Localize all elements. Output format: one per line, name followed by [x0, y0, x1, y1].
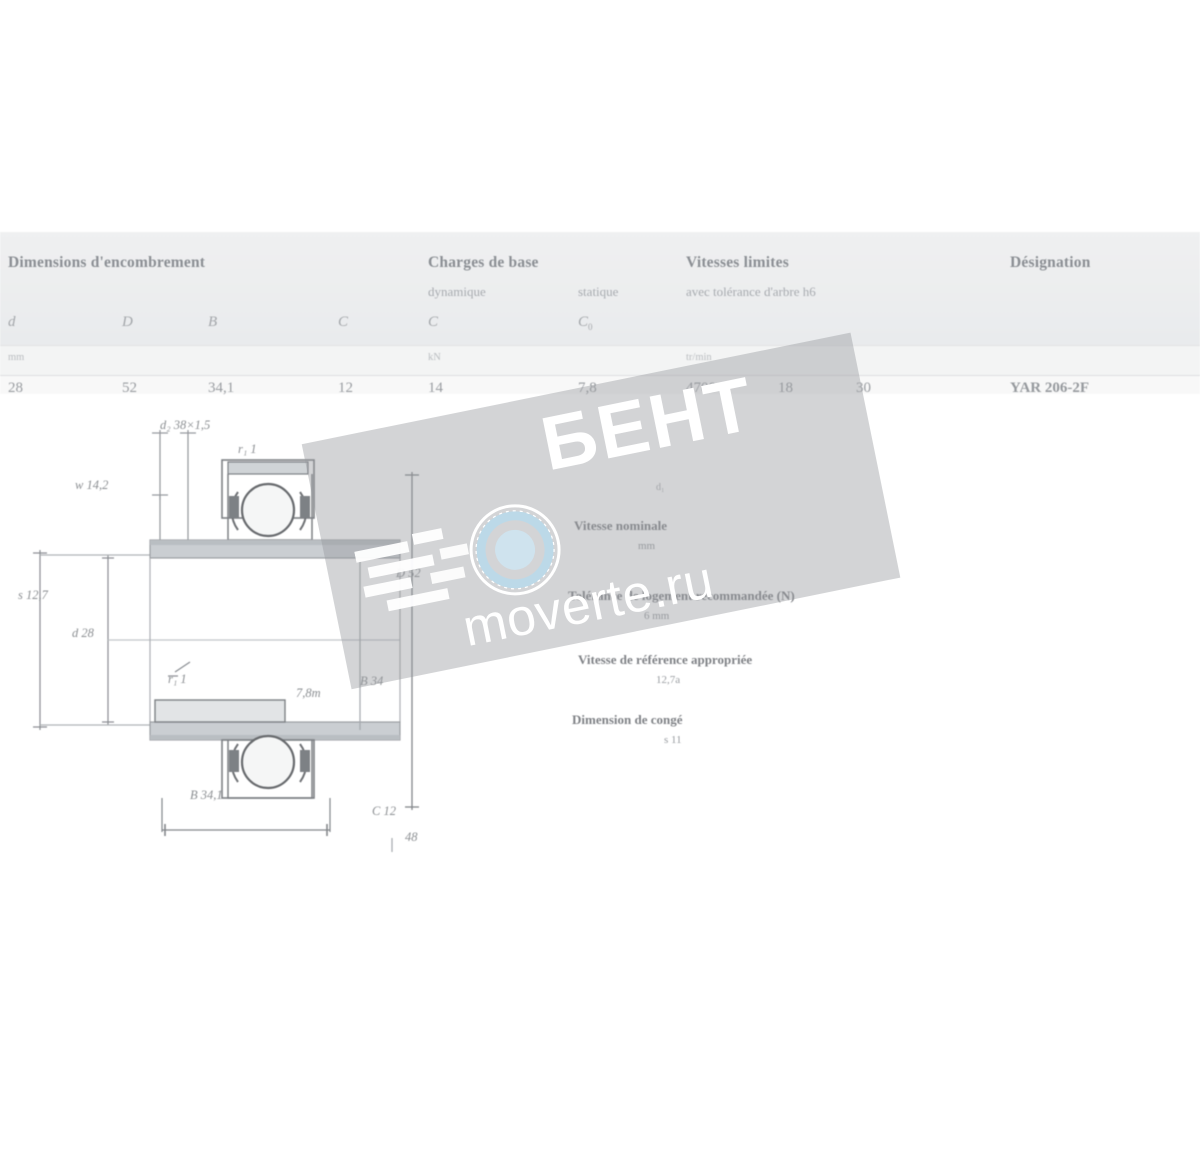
label-radius-r1-lower: r₁ 1 — [168, 672, 187, 686]
value-D: 52 — [122, 380, 137, 396]
header-designation: Désignation — [1010, 254, 1091, 271]
table-value-band — [0, 376, 1200, 394]
value-designation: YAR 206-2F — [1010, 380, 1090, 396]
value-C0-static: 7,8 — [578, 380, 597, 396]
subheader-dynamique: dynamique — [428, 284, 486, 299]
symbol-C0-static: C0 — [578, 314, 593, 332]
label-outer-D: D 52 — [396, 566, 421, 580]
symbol-C-width: C — [338, 314, 349, 330]
table-divider-lower — [0, 375, 1200, 376]
specification-table: Dimensions d'encombrement Charges de bas… — [0, 232, 1200, 396]
symbol-d: d — [8, 314, 16, 330]
label-radius-r1-upper: r₁ 1 — [238, 442, 257, 456]
header-vitesses: Vitesses limites — [686, 254, 789, 271]
note-value-1: 6 mm — [644, 610, 670, 622]
label-dim-m: 7,8m — [296, 686, 321, 700]
unit-mm: mm — [8, 352, 25, 363]
note-value-2: 12,7a — [656, 674, 681, 686]
value-B: 34,1 — [208, 380, 235, 396]
label-bore-d: d 28 — [72, 626, 94, 640]
label-dim-h: 48 — [405, 830, 418, 844]
symbol-D: D — [122, 314, 133, 330]
symbol-B: B — [208, 314, 218, 330]
label-total-width-B: B 34,1 — [190, 788, 223, 802]
label-thread-d2: d₂ 38×1,5 — [160, 418, 211, 432]
value-d: 28 — [8, 380, 23, 396]
notes-block: d₁ Vitesse nominale mm Tolérance de loge… — [560, 470, 920, 770]
note-title-3: Dimension de congé — [572, 712, 683, 727]
table-header-band — [0, 232, 1200, 346]
subheader-tolerance: avec tolérance d'arbre h6 — [686, 284, 816, 299]
unit-rpm: tr/min — [686, 352, 712, 363]
bearing-cross-section-drawing: d₂ 38×1,5 r₁ 1 w 14,2 s 12,7 d 28 r₁ 1 7… — [0, 400, 560, 860]
header-charges: Charges de base — [428, 254, 539, 271]
note-title-1: Tolérance de logement recommandée (N) — [568, 588, 795, 603]
label-width-w: w 14,2 — [75, 478, 109, 492]
subheader-statique: statique — [578, 284, 619, 299]
note-value-0: mm — [638, 540, 656, 552]
value-speed-extra-b: 30 — [856, 380, 871, 396]
unit-kN: kN — [428, 352, 441, 363]
label-width-C: C 12 — [372, 804, 396, 818]
note-top-symbol: d₁ — [656, 482, 665, 493]
label-seal-s: s 12,7 — [18, 588, 48, 602]
note-value-3: s 11 — [664, 734, 682, 746]
label-width-B: B 34 — [360, 674, 384, 688]
cross-section-svg — [33, 430, 419, 852]
note-title-0: Vitesse nominale — [574, 518, 668, 533]
note-title-2: Vitesse de référence appropriée — [578, 652, 753, 667]
value-C-dynamic: 14 — [428, 380, 443, 396]
value-C-width: 12 — [338, 380, 353, 396]
symbol-C-dynamic: C — [428, 314, 439, 330]
header-dimensions: Dimensions d'encombrement — [8, 254, 206, 271]
table-divider-upper — [0, 345, 1200, 346]
value-speed-grease: 4700 — [686, 380, 716, 396]
value-speed-extra-a: 18 — [778, 380, 793, 396]
table-unit-band — [0, 346, 1200, 376]
